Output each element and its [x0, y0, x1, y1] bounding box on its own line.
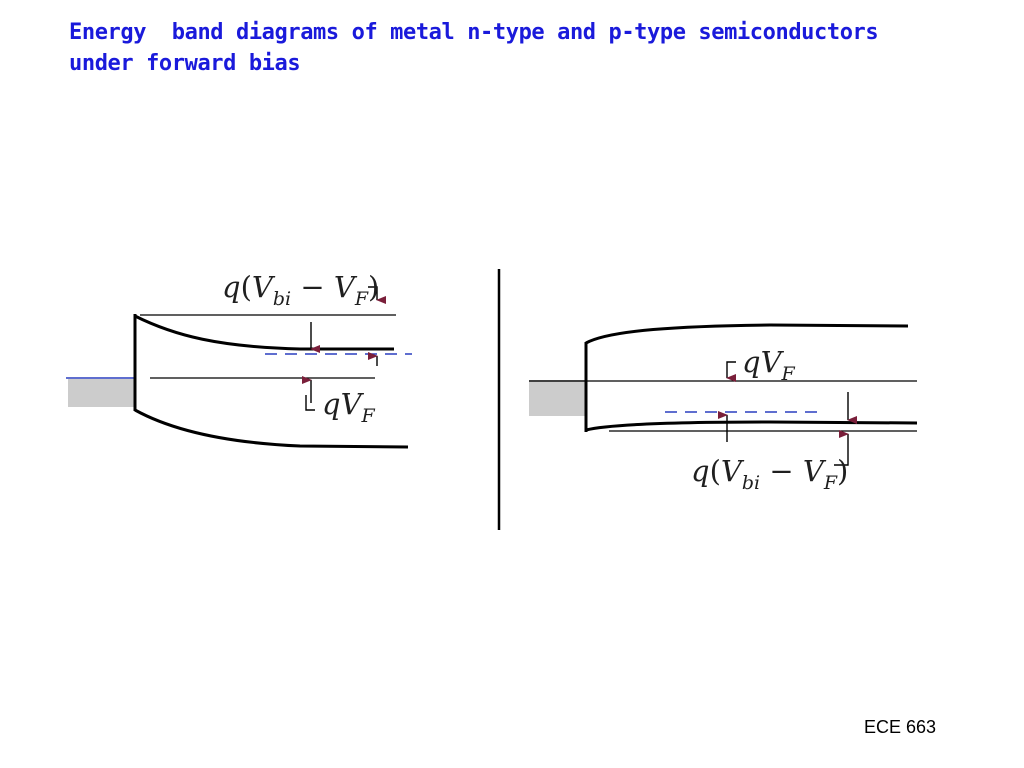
- forward-bias-label-right: qVF: [742, 345, 796, 385]
- conduction-band-edge: [134, 314, 394, 351]
- n-type-diagram: q(Vbi − VF) qVF: [66, 270, 412, 449]
- slide-title-line-1: Energy band diagrams of metal n-type and…: [69, 20, 879, 45]
- barrier-bracket: [368, 286, 386, 304]
- barrier-height-label: q(Vbi − VF): [222, 270, 379, 310]
- bias-bracket: [305, 395, 315, 411]
- valence-band-edge: [134, 408, 409, 449]
- barrier-bracket-right: [834, 430, 849, 466]
- metal-filled-states: [68, 379, 135, 407]
- slide-title: Energy band diagrams of metal n-type and…: [69, 17, 969, 79]
- slide-title-line-2: under forward bias: [69, 51, 301, 76]
- barrier-height-label-right: q(Vbi − VF): [691, 454, 848, 494]
- course-footer: ECE 663: [863, 717, 936, 737]
- valence-band-edge-right: [585, 420, 918, 432]
- p-type-diagram: qVF q(Vbi − VF): [529, 323, 918, 494]
- conduction-band-edge-right: [585, 323, 909, 345]
- forward-bias-label: qVF: [322, 387, 376, 427]
- metal-filled-states-right: [529, 382, 586, 416]
- bias-bracket-right: [726, 361, 736, 382]
